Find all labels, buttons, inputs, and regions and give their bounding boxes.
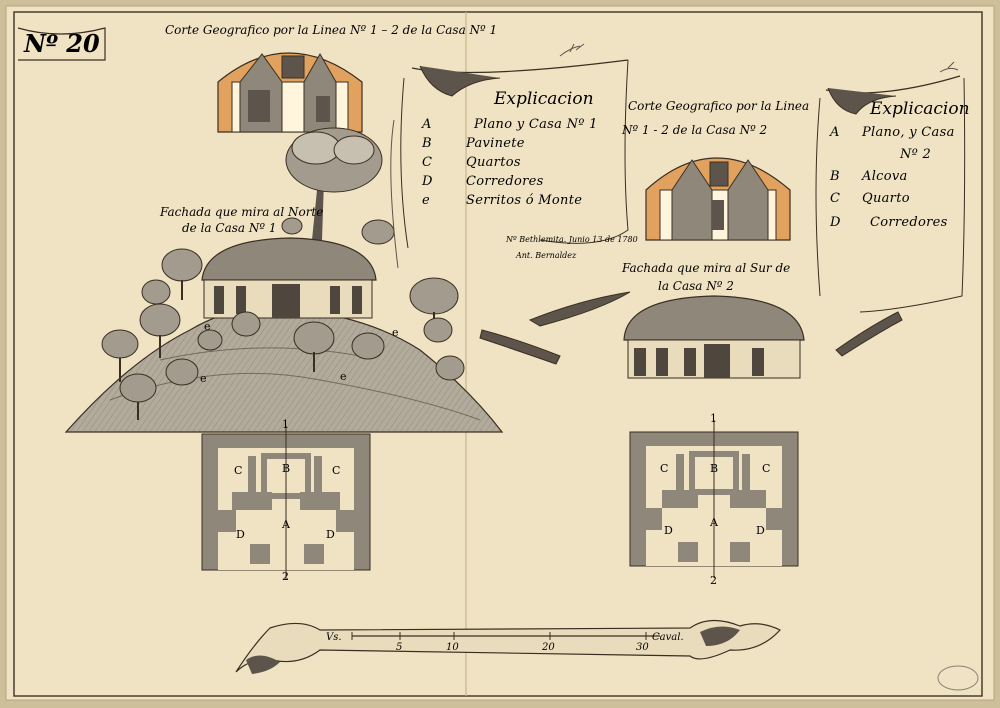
right-plan-label-b: B bbox=[710, 462, 718, 475]
right-legend-text-c: Quarto bbox=[862, 191, 910, 206]
left-plan-line-2: 2 bbox=[282, 570, 289, 583]
hill-mark-2: e bbox=[340, 370, 347, 383]
left-plan-label-d2: D bbox=[326, 528, 335, 541]
connecting-branch bbox=[479, 291, 631, 365]
south-facade-house bbox=[623, 295, 805, 379]
scale-tick-20: 20 bbox=[541, 642, 555, 653]
right-legend-letter-b: B bbox=[829, 169, 840, 184]
right-cross-section bbox=[645, 157, 791, 241]
hill-mark-4: e bbox=[204, 320, 211, 333]
right-plan-line-2: 2 bbox=[710, 574, 717, 587]
right-floor-plan bbox=[629, 420, 799, 578]
scale-tick-10: 10 bbox=[446, 642, 459, 653]
left-legend-text-a: Plano y Casa Nº 1 bbox=[473, 117, 598, 132]
left-explanation-cartouche bbox=[390, 43, 629, 269]
right-legend-letter-d: D bbox=[829, 215, 841, 230]
left-legend-letter-d: D bbox=[421, 174, 433, 189]
right-section-title-1: Corte Geografico por la Linea bbox=[628, 99, 809, 113]
right-plan-label-a: A bbox=[709, 516, 719, 529]
number-cartouche bbox=[17, 27, 106, 61]
left-floor-plan bbox=[201, 426, 371, 580]
inner-frame bbox=[13, 11, 983, 697]
scale-ribbon bbox=[235, 619, 781, 674]
right-legend-text-d: Corredores bbox=[870, 215, 948, 230]
right-explanation-cartouche bbox=[815, 61, 966, 357]
right-legend-letter-c: C bbox=[830, 191, 840, 206]
left-legend-letter-c: C bbox=[422, 155, 432, 170]
left-plan-line-1: 1 bbox=[282, 418, 289, 431]
left-legend-text-e: Serritos ó Monte bbox=[466, 193, 582, 208]
left-legend-text-c: Quartos bbox=[466, 155, 521, 170]
left-facade-title-1: Fachada que mira al Norte bbox=[159, 205, 323, 219]
sheet-number: Nº 20 bbox=[23, 29, 100, 58]
tall-tree bbox=[285, 127, 383, 240]
hill-mark-3: e bbox=[392, 326, 399, 339]
left-legend-letter-b: B bbox=[421, 136, 432, 151]
left-section-title: Corte Geografico por la Linea Nº 1 – 2 d… bbox=[165, 23, 497, 37]
left-legend-text-d: Corredores bbox=[466, 174, 544, 189]
left-plan-label-c2: C bbox=[332, 464, 340, 477]
archive-stamp bbox=[937, 665, 979, 691]
scale-tick-30: 30 bbox=[636, 642, 649, 653]
left-plan-label-c1: C bbox=[234, 464, 242, 477]
right-explanation-heading: Explicacion bbox=[869, 99, 970, 119]
right-facade-title-1: Fachada que mira al Sur de bbox=[621, 261, 790, 275]
left-legend-text-b: Pavinete bbox=[465, 136, 525, 151]
scale-right-label: Caval. bbox=[652, 632, 684, 643]
left-plan-label-a: A bbox=[281, 518, 291, 531]
left-cross-section bbox=[217, 52, 363, 133]
right-legend-text-b: Alcova bbox=[861, 169, 908, 184]
left-facade-title-2: de la Casa Nº 1 bbox=[182, 221, 276, 235]
left-trees bbox=[101, 217, 465, 420]
signature-line-1: Nº Bethlemita. Junio 13 de 1780 bbox=[505, 235, 638, 244]
right-plan-label-d1: D bbox=[664, 524, 673, 537]
scale-tick-5: 5 bbox=[396, 642, 402, 653]
left-legend-letter-a: A bbox=[421, 117, 432, 132]
north-facade-house bbox=[201, 237, 377, 319]
right-plan-label-c1: C bbox=[660, 462, 668, 475]
right-plan-line-1: 1 bbox=[710, 412, 717, 425]
left-explanation-heading: Explicacion bbox=[493, 89, 594, 109]
right-plan-label-d2: D bbox=[756, 524, 765, 537]
right-legend-text-a: Plano, y Casa bbox=[861, 125, 955, 140]
left-plan-label-d1: D bbox=[236, 528, 245, 541]
hill-mark-1: e bbox=[200, 372, 207, 385]
left-legend-letter-e: e bbox=[422, 193, 430, 208]
right-facade-title-2: la Casa Nº 2 bbox=[658, 279, 734, 293]
right-legend-letter-a: A bbox=[829, 125, 840, 140]
right-legend-text-a2: Nº 2 bbox=[899, 147, 931, 162]
scale-left-label: Vs. bbox=[326, 632, 342, 643]
right-plan-label-c2: C bbox=[762, 462, 770, 475]
right-section-title-2: Nº 1 - 2 de la Casa Nº 2 bbox=[621, 123, 767, 137]
signature-line-2: Ant. Bernaldez bbox=[515, 251, 577, 260]
left-plan-label-b: B bbox=[282, 462, 290, 475]
